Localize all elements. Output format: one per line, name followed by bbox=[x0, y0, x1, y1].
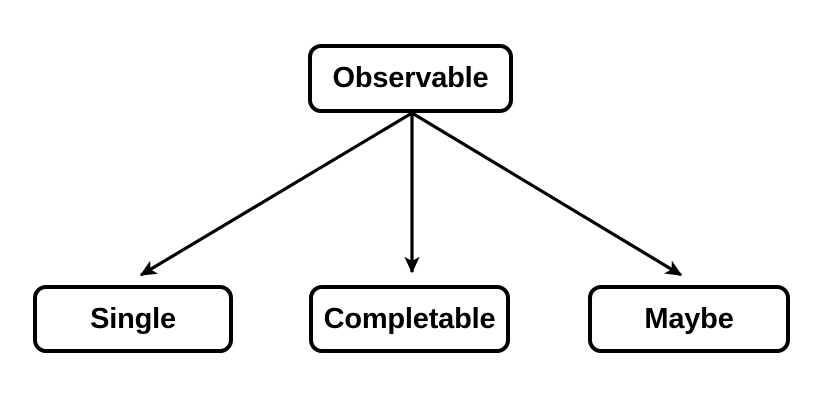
node-completable[interactable]: Completable bbox=[309, 285, 510, 353]
node-maybe-label: Maybe bbox=[644, 302, 734, 335]
node-maybe[interactable]: Maybe bbox=[588, 285, 790, 353]
node-observable-label: Observable bbox=[332, 62, 489, 94]
edge-observable-to-maybe bbox=[411, 111, 683, 277]
node-single-label: Single bbox=[90, 302, 176, 335]
edge-observable-to-single bbox=[139, 111, 413, 277]
node-completable-label: Completable bbox=[323, 302, 496, 335]
node-single[interactable]: Single bbox=[33, 285, 233, 353]
node-observable[interactable]: Observable bbox=[308, 44, 513, 113]
